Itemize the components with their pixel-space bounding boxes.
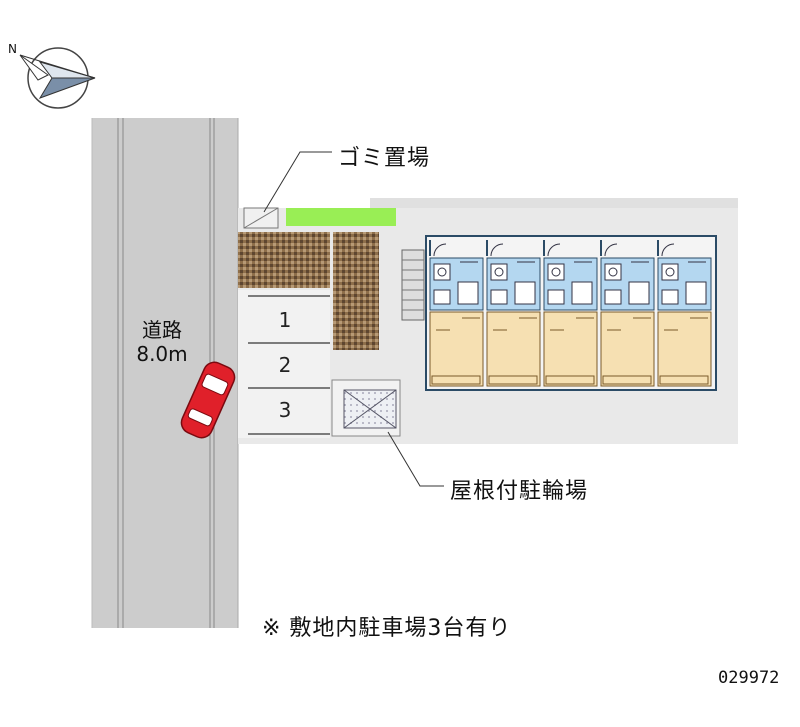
bicycle-label: 屋根付駐輪場 [450,479,589,504]
apartment-building [425,235,717,391]
garbage-label: ゴミ置場 [338,146,431,171]
bicycle-leader [387,431,444,487]
parking-lot [238,290,330,438]
road-name: 道路 [142,318,182,342]
apartment-unit [657,240,712,387]
car-icon [180,361,236,439]
compass-icon [19,47,96,109]
apartment-unit [600,240,655,387]
road-width: 8.0m [136,342,188,366]
map-code: 029972 [718,668,780,688]
planting-bed-left [238,232,330,288]
planting-bed-center [333,232,379,350]
apartment-unit [429,240,484,387]
hedge [286,208,396,226]
stairs [401,249,425,321]
north-letter: N [8,42,17,56]
parking-space-3: 3 [278,398,292,422]
parking-space-1: 1 [278,308,292,332]
parking-space-2: 2 [278,353,292,377]
parking-note: ※ 敷地内駐車場3台有り [262,616,512,641]
garbage-leader [263,151,332,213]
apartment-unit [486,240,541,387]
bicycle-parking [331,379,401,437]
apartment-unit [543,240,598,387]
road-label: 道路 8.0m [122,318,202,366]
